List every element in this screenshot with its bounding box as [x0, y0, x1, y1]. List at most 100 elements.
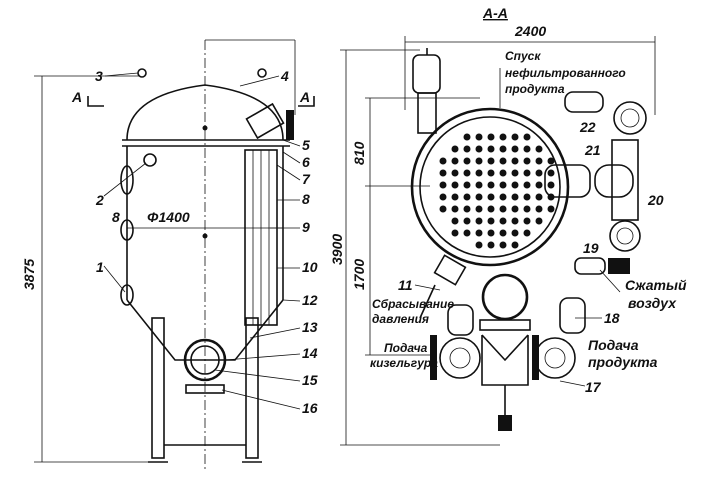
filter-element-mark [499, 169, 507, 177]
callout-13: 13 [302, 319, 318, 335]
filter-element-mark [547, 181, 555, 189]
svg-text:воздух: воздух [628, 295, 677, 311]
callout-1: 1 [96, 259, 104, 275]
label-product-feed: Подача продукта [588, 337, 658, 370]
callout-8-left: 8 [112, 209, 120, 225]
filter-element-mark [523, 229, 531, 237]
section-mark-left: А [71, 89, 82, 105]
filter-element-mark [439, 193, 447, 201]
filter-element-mark [475, 157, 483, 165]
filter-element-mark [499, 181, 507, 189]
dim-3900: 3900 [329, 234, 345, 265]
filter-element-mark [535, 205, 543, 213]
callout-2: 2 [95, 192, 104, 208]
callout-16: 16 [302, 400, 318, 416]
svg-text:давления: давления [372, 312, 429, 326]
filter-element-mark [511, 181, 519, 189]
filter-element-mark [451, 217, 459, 225]
filter-element-mark [535, 169, 543, 177]
side-view: 3875 Φ1400 А А 1 2 3 4 5 6 7 8 9 10 12 [21, 39, 318, 470]
section-view: А-А 2400 810 3900 1700 [329, 5, 687, 446]
filter-element-mark [451, 169, 459, 177]
callout-20: 20 [647, 192, 664, 208]
filter-element-mark [439, 157, 447, 165]
filter-element-mark [499, 229, 507, 237]
svg-text:Сжатый: Сжатый [625, 277, 687, 293]
filter-element-mark [487, 145, 495, 153]
svg-text:Спуск: Спуск [505, 49, 541, 63]
filter-element-mark [523, 145, 531, 153]
svg-text:продукта: продукта [588, 354, 658, 370]
svg-text:нефильтрованного: нефильтрованного [505, 66, 626, 80]
filter-element-mark [439, 205, 447, 213]
filter-element-mark [511, 133, 519, 141]
filter-element-mark [463, 157, 471, 165]
filter-element-mark [463, 205, 471, 213]
filter-element-mark [499, 157, 507, 165]
filter-element-mark [523, 169, 531, 177]
filter-element-mark [499, 193, 507, 201]
filter-element-mark [511, 145, 519, 153]
filter-element-mark [439, 169, 447, 177]
callout-9: 9 [302, 219, 310, 235]
filter-element-mark [451, 229, 459, 237]
section-title: А-А [482, 5, 508, 21]
filter-element-mark [487, 181, 495, 189]
filter-element-mark [511, 229, 519, 237]
callout-12: 12 [302, 292, 318, 308]
callout-21: 21 [584, 142, 601, 158]
filter-element-mark [463, 181, 471, 189]
callout-15: 15 [302, 372, 318, 388]
filter-element-mark [475, 217, 483, 225]
filter-element-mark [499, 241, 507, 249]
dim-diameter: Φ1400 [147, 209, 190, 225]
label-compressed-air: Сжатый воздух [599, 269, 687, 311]
filter-element-mark [487, 205, 495, 213]
filter-element-mark [535, 145, 543, 153]
filter-element-mark [511, 193, 519, 201]
dim-1700: 1700 [351, 259, 367, 290]
dim-width: 2400 [514, 23, 546, 39]
callout-19: 19 [583, 240, 599, 256]
dim-810: 810 [351, 141, 367, 165]
filter-element-mark [463, 193, 471, 201]
filter-element-mark [499, 145, 507, 153]
filter-element-mark [475, 205, 483, 213]
dim-height-total: 3875 [21, 259, 37, 290]
filter-element-mark [463, 229, 471, 237]
filter-element-mark [451, 181, 459, 189]
label-drain: Спуск нефильтрованного продукта [499, 49, 626, 108]
callout-3: 3 [95, 68, 103, 84]
filter-element-mark [535, 181, 543, 189]
vessel-section [410, 107, 570, 267]
callout-4: 4 [280, 68, 289, 84]
callout-11: 11 [398, 277, 413, 293]
filter-element-mark [463, 145, 471, 153]
filter-element-mark [463, 217, 471, 225]
svg-text:Сбрасывание: Сбрасывание [372, 297, 454, 311]
filter-element-mark [511, 169, 519, 177]
section-callouts: 11 17 18 19 20 21 22 [398, 119, 664, 395]
callout-18: 18 [604, 310, 620, 326]
svg-text:Подача: Подача [588, 337, 639, 353]
svg-text:Подача: Подача [384, 341, 428, 355]
filter-element-mark [487, 193, 495, 201]
callout-14: 14 [302, 345, 318, 361]
filter-element-mark [487, 169, 495, 177]
filter-element-mark [463, 133, 471, 141]
filter-element-mark [487, 229, 495, 237]
callout-17: 17 [585, 379, 602, 395]
filter-element-mark [475, 229, 483, 237]
filter-element-mark [487, 217, 495, 225]
svg-text:продукта: продукта [505, 82, 565, 96]
filter-element-mark [523, 181, 531, 189]
filter-element-mark [487, 157, 495, 165]
filter-element-mark [499, 205, 507, 213]
filter-element-mark [451, 205, 459, 213]
filter-element-mark [523, 205, 531, 213]
filter-element-mark [499, 133, 507, 141]
side-callouts: 1 2 3 4 5 6 7 8 9 10 12 13 14 15 16 8 [95, 68, 318, 416]
callout-8: 8 [302, 191, 310, 207]
